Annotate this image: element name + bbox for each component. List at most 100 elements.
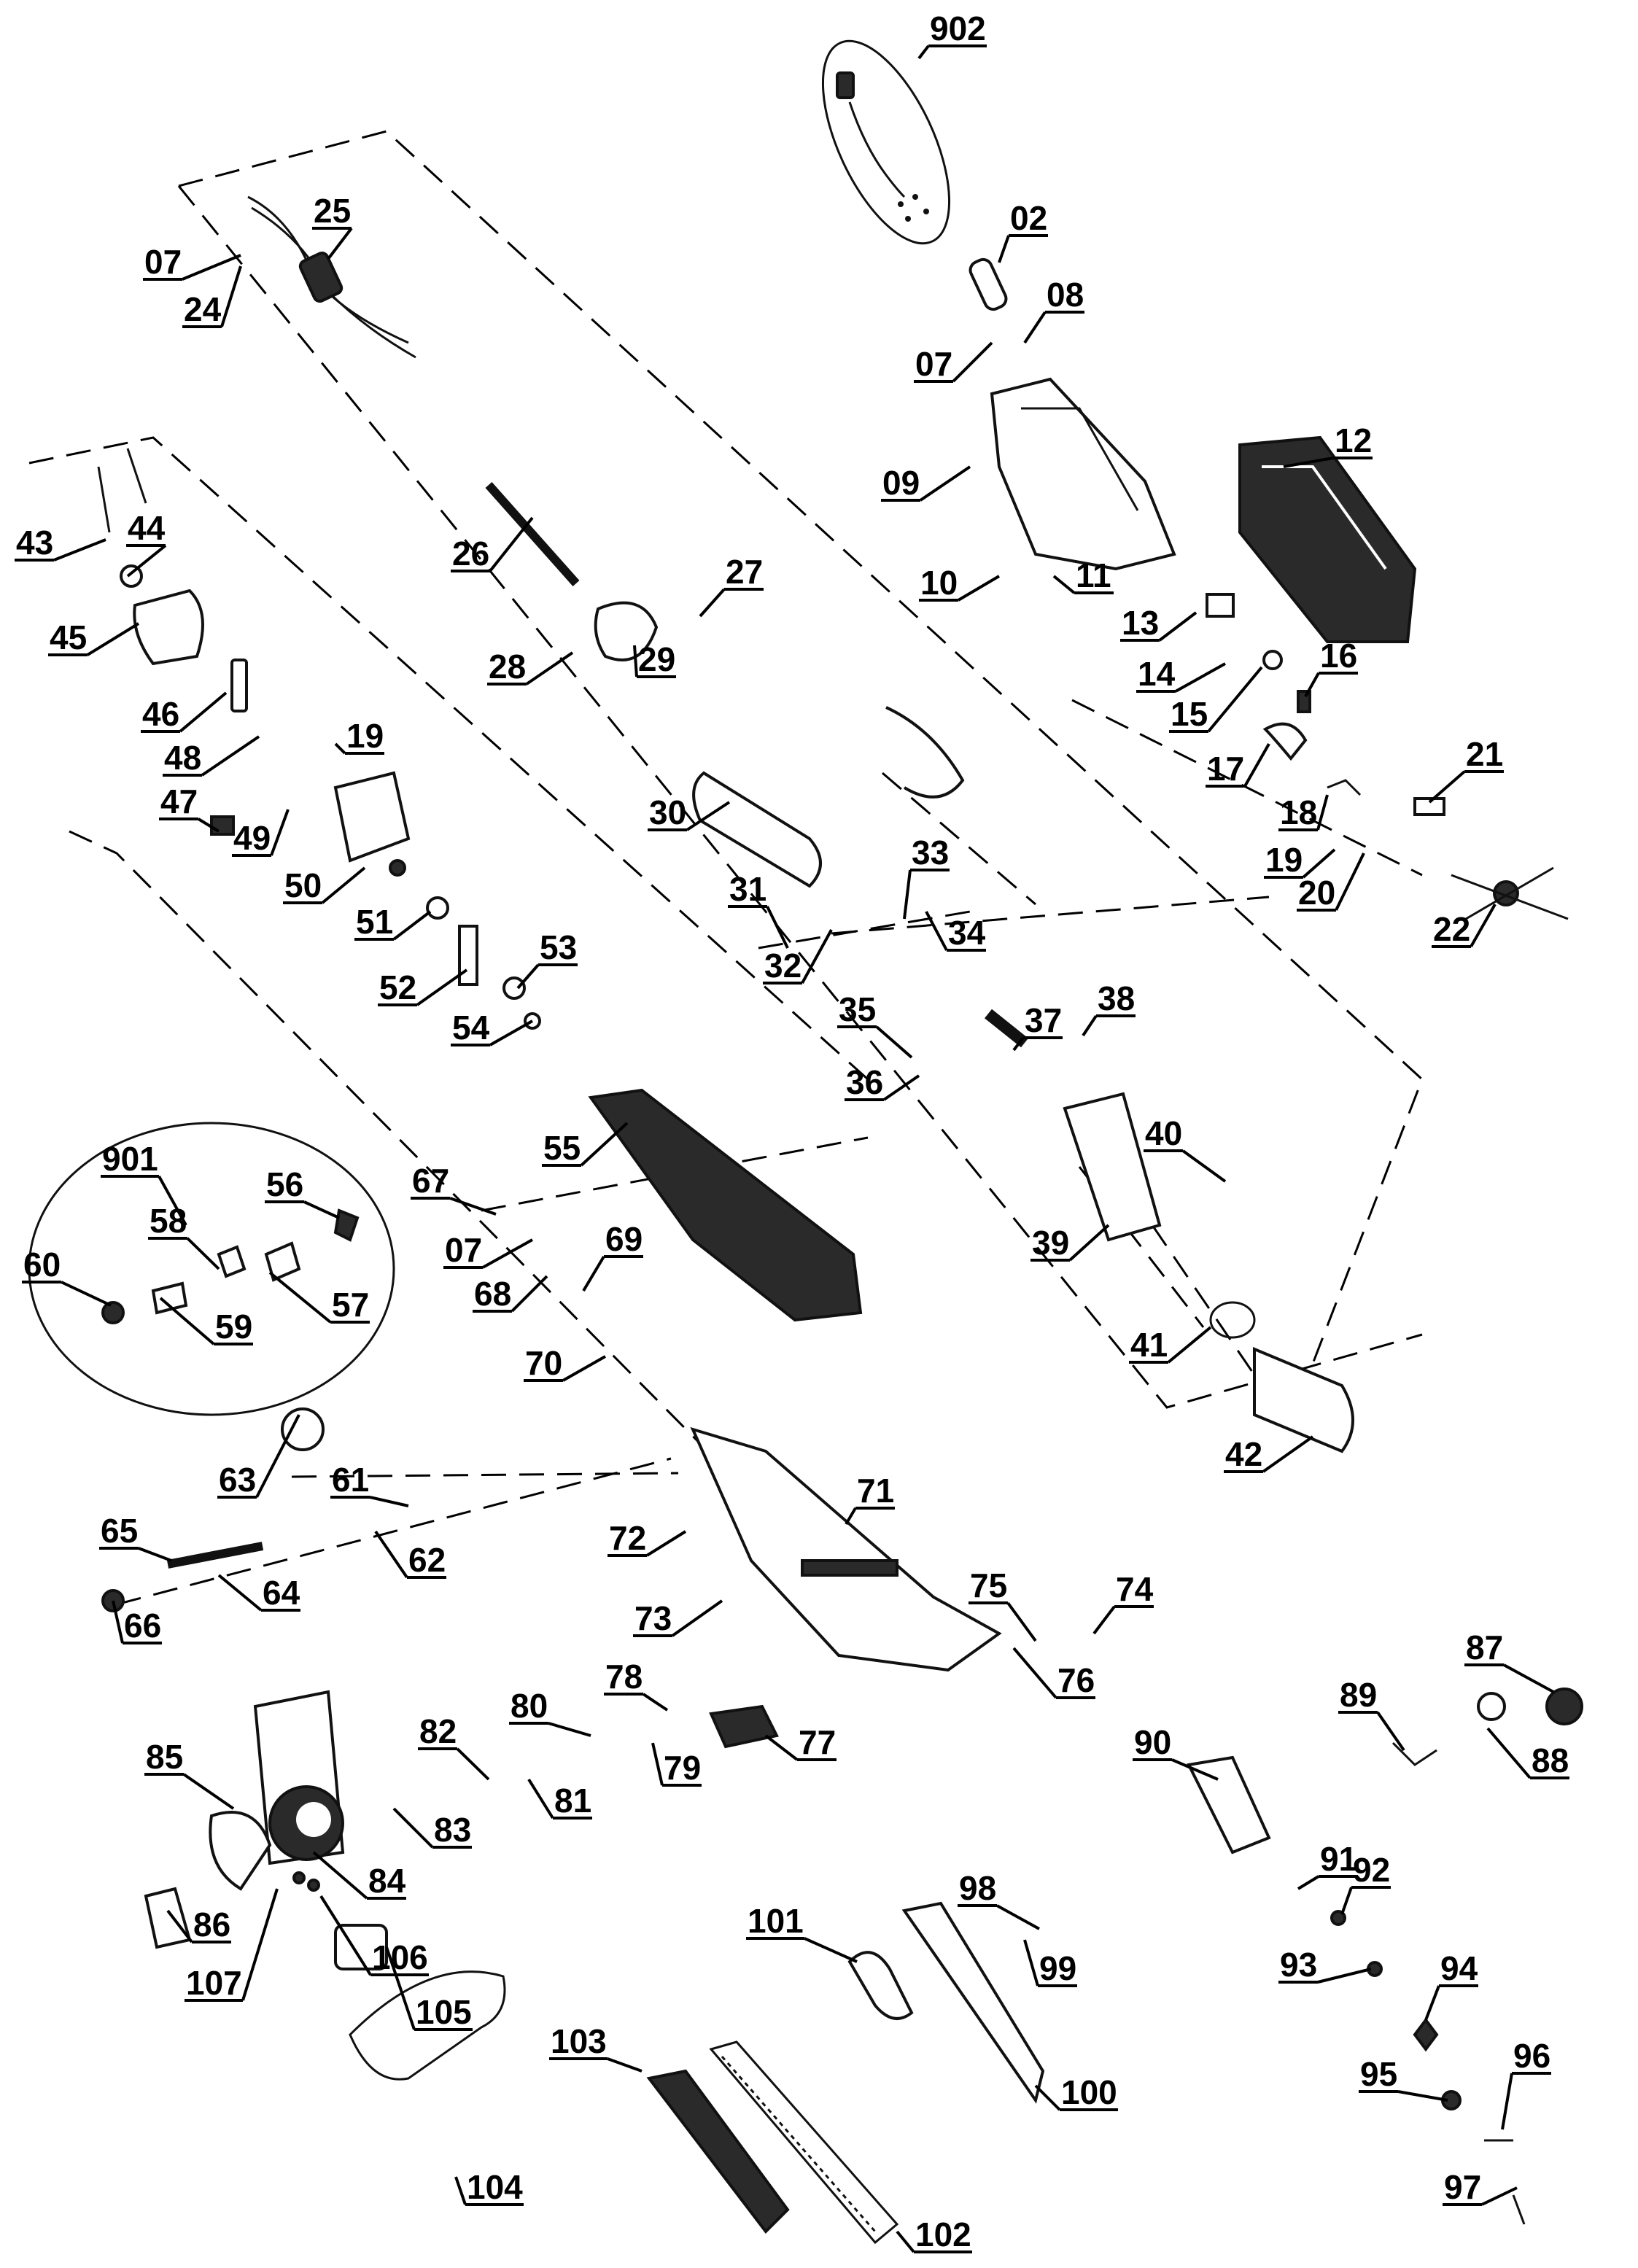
- callout-number: 57: [332, 1286, 369, 1324]
- callout-leader: [804, 1937, 858, 1963]
- callout-34: 34: [925, 911, 986, 952]
- callout-leader: [126, 544, 167, 578]
- callout-99: 99: [1023, 1939, 1077, 1987]
- callout-15: 15: [1169, 666, 1263, 733]
- callout-number: 107: [186, 1964, 242, 2002]
- callout-number: 98: [959, 1869, 996, 1907]
- callout-97: 97: [1443, 2168, 1518, 2206]
- callout-leader: [1481, 2186, 1518, 2206]
- callout-leader: [158, 1176, 187, 1226]
- callout-leader: [801, 929, 833, 984]
- callout-number: 29: [638, 640, 675, 678]
- callout-number: 51: [356, 903, 393, 941]
- callout-number: 09: [882, 464, 920, 502]
- callout-14: 14: [1136, 655, 1226, 693]
- callout-leader: [186, 1237, 220, 1270]
- callout-number: 902: [930, 9, 986, 47]
- callout-53: 53: [516, 928, 578, 990]
- callout-number: 28: [489, 648, 526, 686]
- callout-leader: [489, 1020, 533, 1046]
- callout-number: 25: [314, 192, 351, 230]
- callout-number: 72: [609, 1519, 646, 1557]
- callout-leader: [201, 735, 260, 777]
- callout-leader: [1397, 2090, 1448, 2102]
- callout-number: 35: [839, 990, 876, 1028]
- callout-901: 901: [101, 1140, 187, 1226]
- callout-leader: [166, 1909, 193, 1943]
- callout-leader: [1012, 1647, 1057, 1699]
- callout-35: 35: [837, 990, 913, 1059]
- callout-84: 84: [312, 1851, 406, 1900]
- callout-41: 41: [1129, 1326, 1212, 1364]
- callout-48: 48: [163, 735, 260, 777]
- callout-leader: [764, 1734, 799, 1761]
- callout-number: 50: [284, 866, 322, 904]
- callout-number: 38: [1098, 979, 1135, 1017]
- callout-number: 39: [1032, 1224, 1069, 1262]
- callout-number: 11: [1076, 556, 1111, 594]
- callout-103: 103: [549, 2022, 643, 2073]
- callout-leader: [957, 575, 1001, 602]
- callout-number: 89: [1340, 1676, 1377, 1714]
- callout-number: 96: [1513, 2037, 1550, 2075]
- callout-number: 100: [1061, 2073, 1117, 2111]
- callout-number: 99: [1039, 1949, 1076, 1987]
- callout-leader: [268, 1271, 332, 1324]
- callout-leader: [1470, 904, 1497, 947]
- callout-number: 07: [915, 345, 952, 383]
- callout-number: 58: [150, 1202, 187, 1240]
- callout-10: 10: [919, 564, 1001, 602]
- callout-number: 48: [164, 739, 201, 777]
- callout-51: 51: [354, 903, 432, 941]
- callout-leader: [138, 1547, 172, 1562]
- callout-leader: [182, 1773, 235, 1810]
- callout-number: 47: [160, 782, 198, 820]
- callout-19: 19: [1264, 841, 1336, 879]
- bar-housing-parts: [101, 1088, 1002, 1949]
- callout-leader: [998, 235, 1010, 263]
- callout-29: 29: [633, 640, 676, 678]
- callout-73: 73: [633, 1599, 723, 1637]
- callout-leader: [1262, 1435, 1314, 1473]
- callout-37: 37: [1012, 1001, 1063, 1052]
- callout-leader: [334, 742, 346, 755]
- callout-leader: [1486, 1727, 1532, 1779]
- callout-leader: [919, 465, 971, 502]
- callout-leader: [875, 1025, 913, 1059]
- callout-44: 44: [126, 509, 167, 578]
- callout-leader: [1006, 1601, 1037, 1642]
- callout-number: 43: [16, 524, 53, 562]
- callout-number: 17: [1207, 750, 1244, 788]
- callout-leader: [319, 1895, 372, 1976]
- callout-leader: [220, 265, 242, 327]
- callout-83: 83: [392, 1807, 472, 1849]
- callout-number: 27: [726, 553, 763, 591]
- callout-58: 58: [148, 1202, 220, 1270]
- callout-leader: [1503, 1663, 1554, 1693]
- callout-number: 54: [452, 1009, 490, 1046]
- callout-leader: [1376, 1711, 1405, 1752]
- callout-number: 104: [467, 2168, 523, 2206]
- callout-number: 42: [1225, 1435, 1262, 1473]
- callout-leader: [1243, 743, 1270, 787]
- callout-52: 52: [378, 968, 468, 1006]
- callout-leader: [582, 1255, 605, 1292]
- callout-number: 901: [102, 1140, 158, 1178]
- callout-number: 07: [144, 243, 182, 281]
- callout-number: 84: [368, 1862, 406, 1900]
- callout-number: 36: [846, 1063, 883, 1101]
- callout-64: 64: [217, 1574, 300, 1612]
- callout-19: 19: [334, 717, 384, 755]
- callout-76: 76: [1012, 1647, 1095, 1699]
- callout-number: 82: [419, 1712, 457, 1750]
- callout-number: 78: [605, 1658, 643, 1696]
- callout-46: 46: [141, 691, 228, 733]
- callout-85: 85: [144, 1738, 235, 1810]
- callout-number: 49: [233, 819, 271, 857]
- cutting-parts: [292, 1871, 1045, 2245]
- callout-leader: [633, 645, 638, 677]
- callout-leader: [766, 906, 789, 949]
- callout-107: 107: [185, 1888, 279, 2002]
- callout-21: 21: [1428, 735, 1504, 804]
